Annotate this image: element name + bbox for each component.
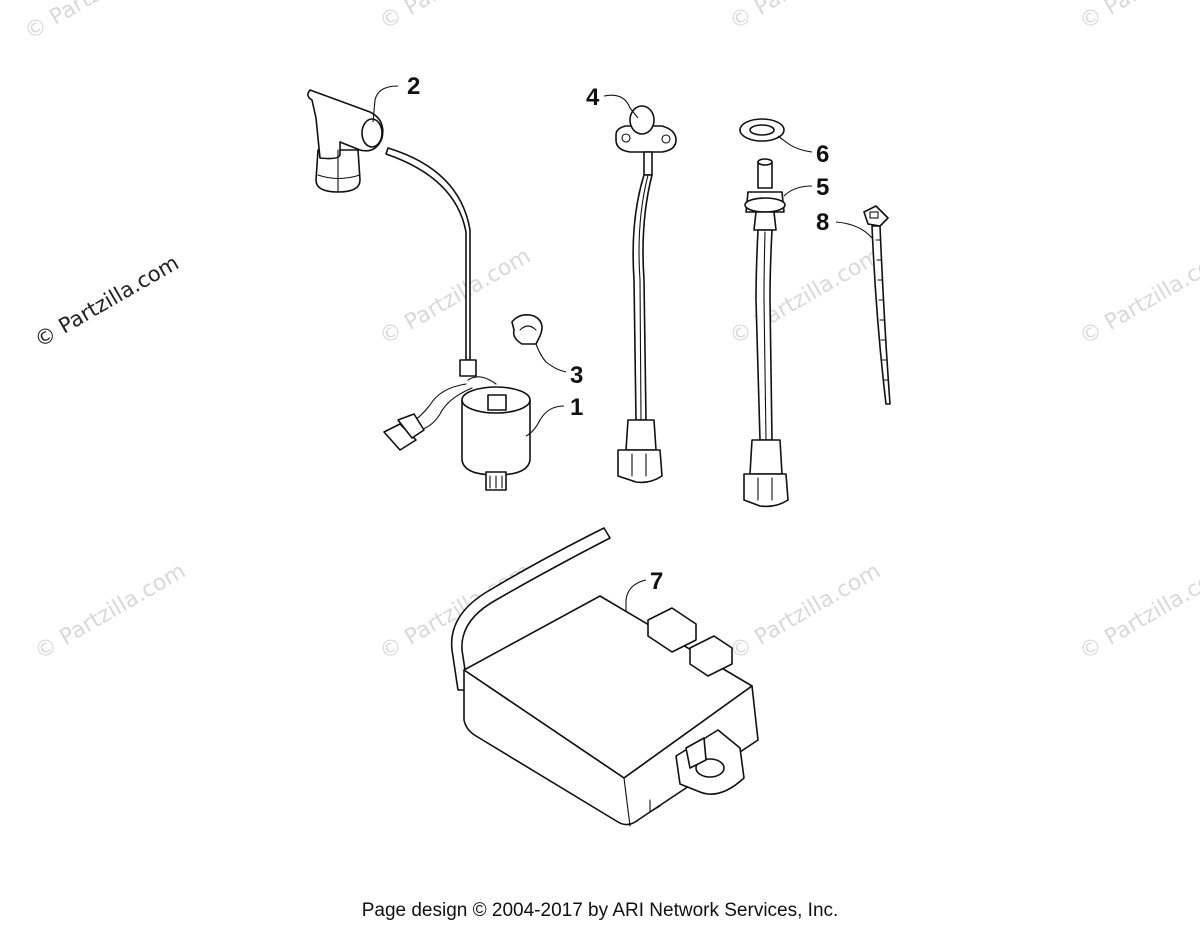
part-2-spark-plug-cap[interactable]: [307, 89, 384, 193]
part-7-cdi-module[interactable]: [450, 527, 759, 827]
leader-4: [603, 94, 639, 119]
part-5-temperature-sensor[interactable]: [743, 158, 789, 508]
callouts: 2 4 6 5 8 3 1 7: [407, 73, 829, 595]
watermark: © Partzilla.com: [1076, 244, 1200, 351]
callout-7: 7: [650, 568, 663, 595]
watermark: © Partzilla.com: [376, 0, 536, 35]
watermark: © Partzilla.com: [726, 0, 886, 35]
watermark: © Partzilla.com: [1076, 559, 1200, 666]
footer-copyright: Page design © 2004-2017 by ARI Network S…: [361, 900, 839, 921]
leader-1: [525, 405, 565, 437]
watermark: © Partzilla.com: [376, 244, 536, 351]
part-4-sensor[interactable]: [615, 105, 677, 484]
part-3-clip[interactable]: [511, 314, 543, 345]
watermark-main: © Partzilla.com: [31, 251, 183, 353]
callout-6: 6: [816, 141, 829, 168]
leader-5: [783, 185, 813, 197]
leader-6: [777, 135, 813, 153]
part-8-cable-tie[interactable]: [863, 205, 891, 405]
callout-3: 3: [570, 362, 583, 389]
leader-lines: [372, 85, 873, 612]
watermark: © Partzilla.com: [31, 559, 191, 666]
watermark: © Partzilla.com: [726, 244, 886, 351]
callout-8: 8: [816, 209, 829, 236]
watermark: © Partzilla.com: [1076, 0, 1200, 35]
leader-3: [535, 343, 567, 373]
leader-7: [625, 579, 647, 612]
watermark: © Partzilla.com: [726, 559, 886, 666]
leader-8: [835, 221, 873, 239]
callout-2: 2: [407, 73, 420, 100]
leader-2: [372, 85, 399, 123]
watermark: © Partzilla.com: [21, 0, 181, 45]
watermark-layer: © Partzilla.com © Partzilla.com © Partzi…: [21, 0, 1200, 665]
part-1-ignition-coil[interactable]: [383, 359, 531, 491]
callout-5: 5: [816, 174, 829, 201]
part-6-washer[interactable]: [739, 118, 785, 142]
callout-1: 1: [570, 394, 583, 421]
callout-4: 4: [586, 84, 600, 111]
